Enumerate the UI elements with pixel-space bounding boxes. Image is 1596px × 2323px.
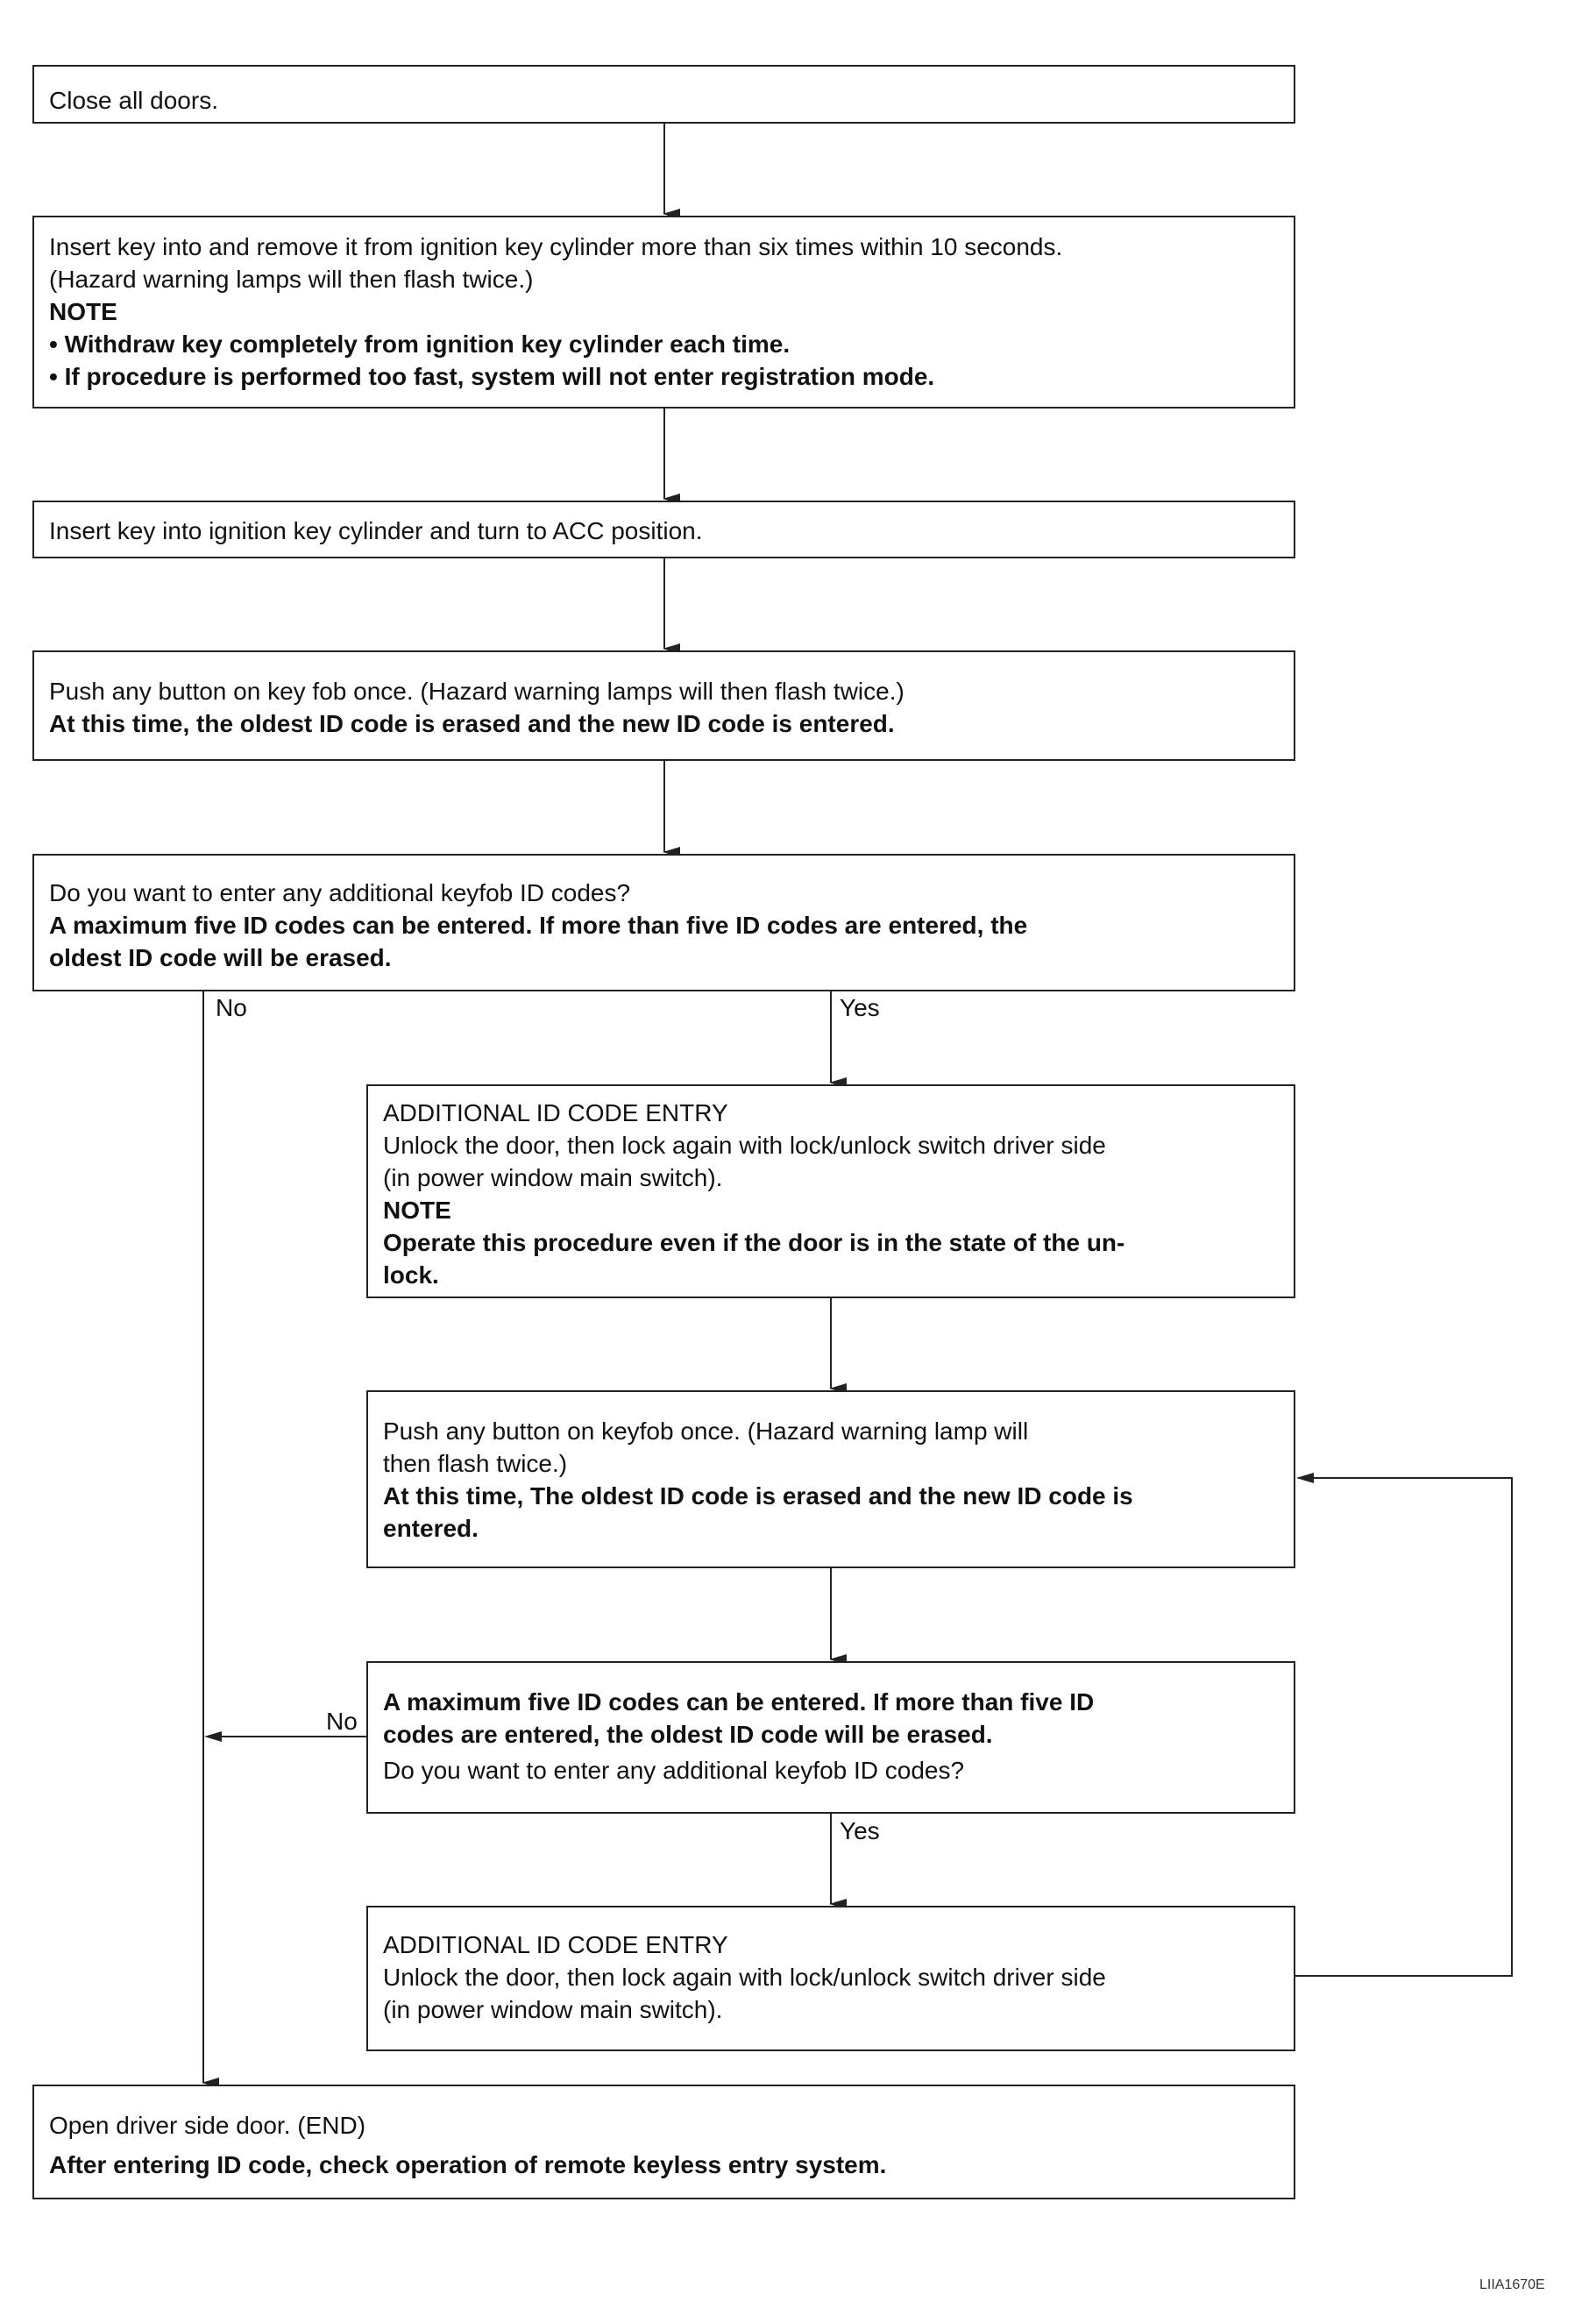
label-yes: Yes [840, 1817, 880, 1844]
s8-no-arrowhead [204, 1731, 222, 1742]
step-text: then flash twice.) [383, 1450, 568, 1477]
step-text: After entering ID code, check operation … [49, 2151, 887, 2178]
label-no: No [216, 994, 247, 1021]
step-text: (in power window main switch). [383, 1996, 723, 2023]
step-push-button: Push any button on key fob once. (Hazard… [32, 650, 1295, 761]
step-text: A maximum five ID codes can be entered. … [49, 912, 1028, 939]
decision-additional-codes: Do you want to enter any additional keyf… [32, 854, 1295, 991]
note-item: lock. [383, 1261, 439, 1289]
note-item: Operate this procedure even if the door … [383, 1229, 1125, 1256]
step-text: A maximum five ID codes can be entered. … [383, 1688, 1095, 1716]
note-heading: NOTE [383, 1197, 451, 1224]
step-text: oldest ID code will be erased. [49, 944, 392, 971]
step-insert-remove-key: Insert key into and remove it from ignit… [32, 216, 1295, 408]
label-no: No [326, 1708, 358, 1735]
step-text: Unlock the door, then lock again with lo… [383, 1964, 1106, 1991]
step-additional-entry-2: ADDITIONAL ID CODE ENTRY Unlock the door… [366, 1906, 1295, 2051]
step-text: (Hazard warning lamps will then flash tw… [49, 266, 534, 293]
step-text: Insert key into and remove it from ignit… [49, 233, 1063, 260]
loop-s9-to-s7 [1295, 1477, 1513, 1977]
note-item: • Withdraw key completely from ignition … [49, 330, 791, 358]
step-text: ADDITIONAL ID CODE ENTRY [383, 1099, 728, 1126]
step-text: Do you want to enter any additional keyf… [49, 879, 631, 906]
step-text: codes are entered, the oldest ID code wi… [383, 1721, 993, 1748]
step-additional-entry-1: ADDITIONAL ID CODE ENTRY Unlock the door… [366, 1084, 1295, 1298]
step-text: ADDITIONAL ID CODE ENTRY [383, 1931, 728, 1958]
step-text: Push any button on key fob once. (Hazard… [49, 678, 904, 705]
step-text: Do you want to enter any additional keyf… [383, 1757, 965, 1784]
step-close-doors: Close all doors. [32, 65, 1295, 124]
note-heading: NOTE [49, 298, 117, 325]
step-text: entered. [383, 1515, 479, 1542]
step-text: At this time, The oldest ID code is eras… [383, 1482, 1133, 1510]
step-text: Insert key into ignition key cylinder an… [49, 517, 703, 544]
step-text: At this time, the oldest ID code is eras… [49, 710, 895, 737]
note-item: • If procedure is performed too fast, sy… [49, 363, 935, 390]
step-text: Push any button on keyfob once. (Hazard … [383, 1417, 1029, 1445]
figure-code: LIIA1670E [1479, 2277, 1545, 2292]
step-open-door-end: Open driver side door. (END) After enter… [32, 2085, 1295, 2199]
step-push-keyfob: Push any button on keyfob once. (Hazard … [366, 1390, 1295, 1568]
step-text: Open driver side door. (END) [49, 2112, 366, 2139]
decision-more-codes: A maximum five ID codes can be entered. … [366, 1661, 1295, 1814]
step-text: Unlock the door, then lock again with lo… [383, 1132, 1106, 1159]
step-text: Close all doors. [49, 87, 218, 114]
loop-arrowhead [1296, 1473, 1314, 1483]
label-yes: Yes [840, 994, 880, 1021]
step-turn-acc: Insert key into ignition key cylinder an… [32, 501, 1295, 558]
step-text: (in power window main switch). [383, 1164, 723, 1191]
